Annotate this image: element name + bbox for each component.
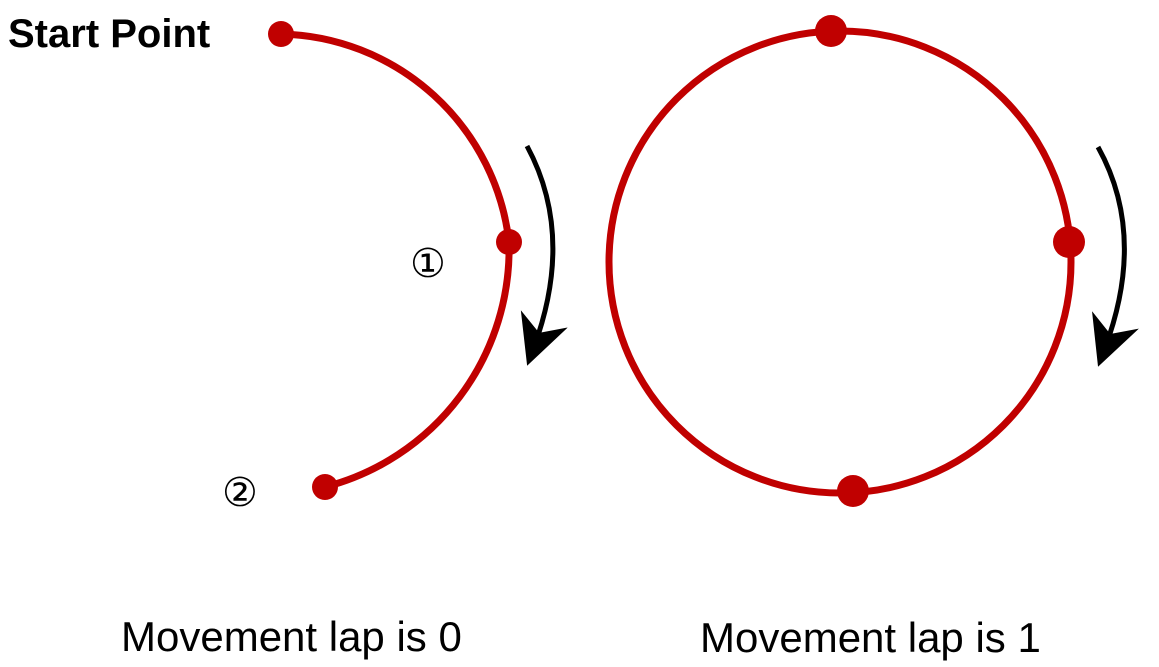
left-caption: Movement lap is 0	[121, 613, 462, 660]
point-1-label: ①	[410, 241, 446, 287]
right-caption: Movement lap is 1	[700, 614, 1041, 661]
start-point-marker	[268, 21, 294, 47]
circle-right-marker	[1053, 226, 1085, 258]
direction-arrow-right	[1092, 145, 1139, 367]
point-2-label: ②	[222, 470, 258, 516]
point-1-marker	[496, 229, 522, 255]
right-figure	[605, 15, 1139, 507]
start-point-label: Start Point	[8, 12, 210, 56]
circle-top-marker	[815, 15, 847, 47]
partial-arc-path	[277, 30, 513, 491]
left-figure	[268, 21, 568, 500]
full-lap-circle	[605, 27, 1075, 497]
point-2-marker	[312, 474, 338, 500]
circle-bottom-marker	[837, 475, 869, 507]
direction-arrow-left	[520, 144, 568, 366]
